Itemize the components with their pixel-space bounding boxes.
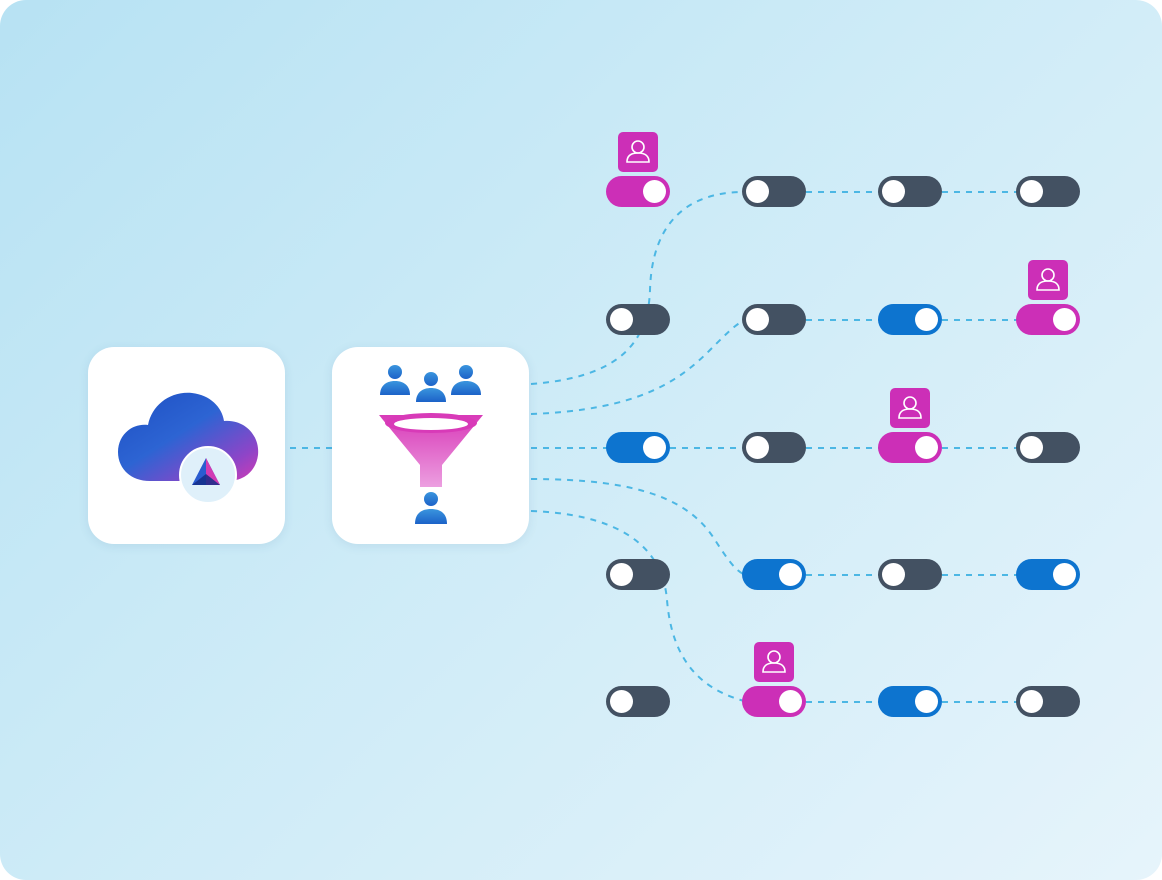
connector-funnel-row1 (530, 191, 745, 385)
toggle-knob (610, 563, 633, 586)
source-node-card (88, 347, 285, 544)
person-icon (415, 492, 447, 524)
toggle-knob (915, 690, 938, 713)
toggle-r2-c1[interactable] (606, 304, 670, 335)
toggle-r4-c3[interactable] (878, 559, 942, 590)
toggle-r1-c4[interactable] (1016, 176, 1080, 207)
user-badge-icon (890, 388, 930, 428)
toggle-knob (610, 690, 633, 713)
toggle-knob (1020, 180, 1043, 203)
toggle-knob (1053, 308, 1076, 331)
toggle-knob (643, 180, 666, 203)
toggle-r3-c4[interactable] (1016, 432, 1080, 463)
toggle-r2-c3[interactable] (878, 304, 942, 335)
toggle-r2-c2[interactable] (742, 304, 806, 335)
toggle-r3-c2[interactable] (742, 432, 806, 463)
toggle-r5-c4[interactable] (1016, 686, 1080, 717)
filter-node-card (332, 347, 529, 544)
toggle-r4-c1[interactable] (606, 559, 670, 590)
audience-funnel-icon (379, 365, 483, 524)
toggle-knob (882, 563, 905, 586)
toggle-knob (1053, 563, 1076, 586)
toggle-r2-c4[interactable] (1016, 304, 1080, 335)
toggle-knob (882, 180, 905, 203)
toggle-knob (746, 436, 769, 459)
user-badge-icon (1028, 260, 1068, 300)
toggle-knob (746, 308, 769, 331)
user-badge-icon (754, 642, 794, 682)
toggle-knob (779, 690, 802, 713)
user-badge-icon (618, 132, 658, 172)
toggle-knob (1020, 690, 1043, 713)
toggle-r1-c3[interactable] (878, 176, 942, 207)
toggle-knob (1020, 436, 1043, 459)
toggle-r5-c1[interactable] (606, 686, 670, 717)
toggle-knob (746, 180, 769, 203)
toggle-r3-c3[interactable] (878, 432, 942, 463)
cloud-with-logo-icon (118, 392, 259, 504)
toggle-r4-c2[interactable] (742, 559, 806, 590)
connector-funnel-row2 (530, 319, 749, 415)
toggle-r4-c4[interactable] (1016, 559, 1080, 590)
toggle-r5-c2[interactable] (742, 686, 806, 717)
toggle-knob (643, 436, 666, 459)
connector-funnel-row5 (530, 510, 749, 703)
toggle-knob (610, 308, 633, 331)
people-icon (380, 365, 481, 402)
toggle-r1-c2[interactable] (742, 176, 806, 207)
toggle-knob (779, 563, 802, 586)
toggle-knob (915, 308, 938, 331)
toggle-r1-c1[interactable] (606, 176, 670, 207)
toggle-r3-c1[interactable] (606, 432, 670, 463)
toggle-r5-c3[interactable] (878, 686, 942, 717)
toggle-knob (915, 436, 938, 459)
